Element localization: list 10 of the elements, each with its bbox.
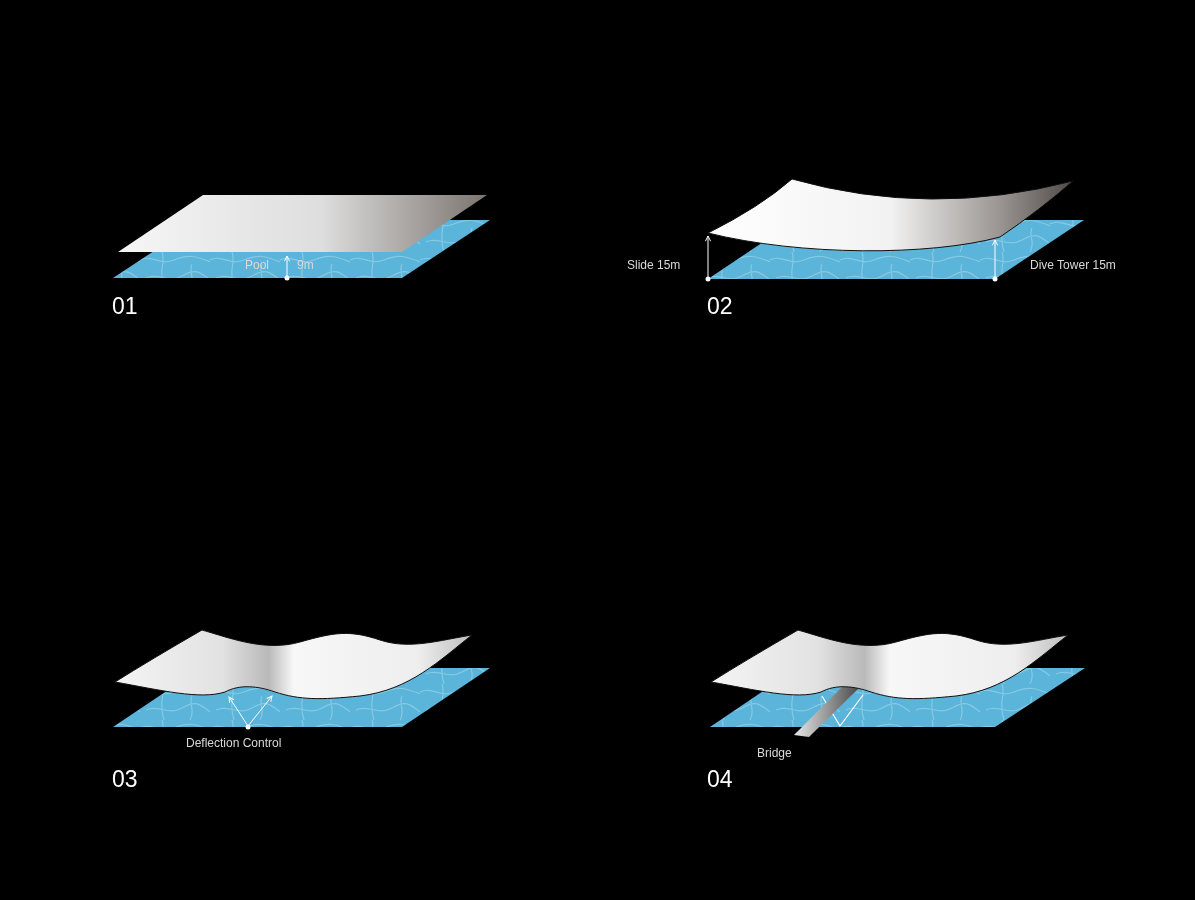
panel-number: 04 bbox=[707, 766, 733, 792]
part-label: Pool bbox=[245, 258, 270, 272]
dimension-label: Dive Tower 15m bbox=[1030, 258, 1116, 272]
part-label: Deflection Control bbox=[186, 736, 282, 750]
part-label: Bridge bbox=[757, 746, 792, 760]
panel-number: 02 bbox=[707, 293, 733, 319]
dimension-label: 9m bbox=[297, 258, 314, 272]
panel-number: 01 bbox=[112, 293, 138, 319]
panel-number: 03 bbox=[112, 766, 138, 792]
dimension-label: Slide 15m bbox=[627, 258, 681, 272]
